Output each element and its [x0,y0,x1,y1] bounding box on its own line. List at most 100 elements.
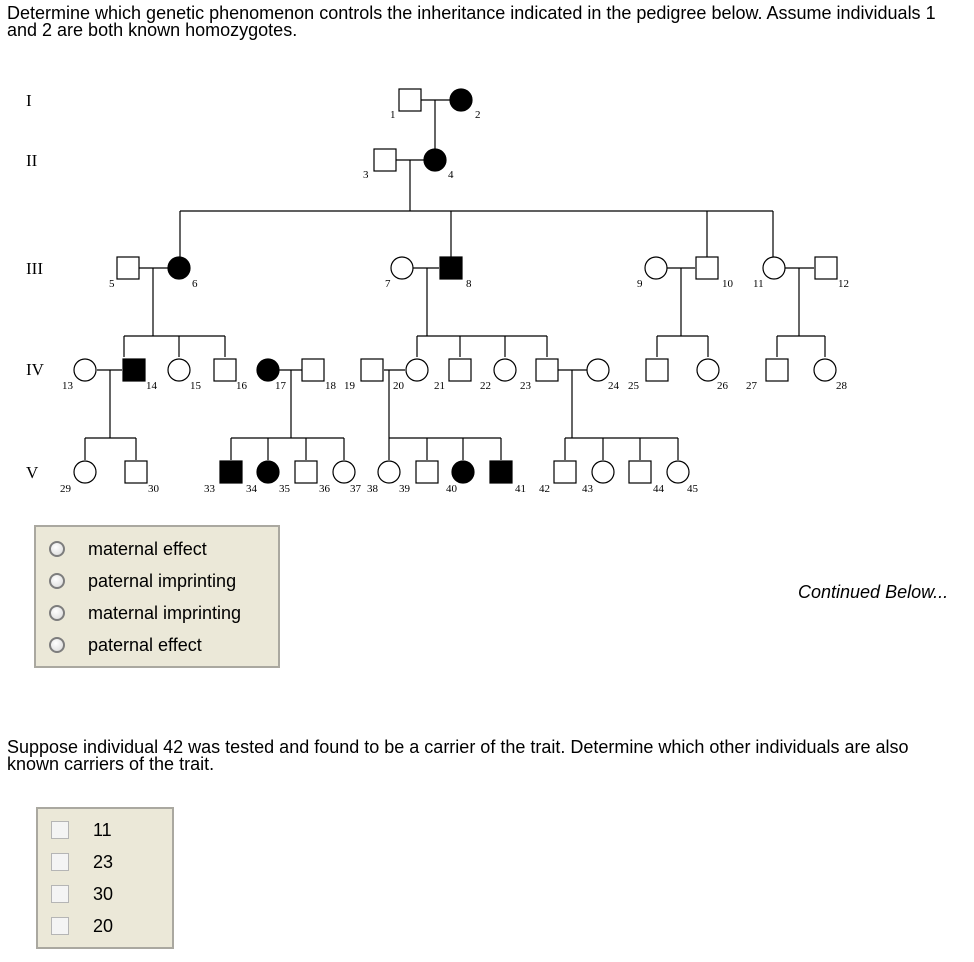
choice-23[interactable]: 23 [38,849,113,875]
individual-male [645,358,669,382]
individual-number: 12 [838,278,849,290]
choice-maternal-imprinting[interactable]: maternal imprinting [36,600,241,626]
individual-number: 14 [146,380,158,392]
individual-female [644,256,668,280]
individual-male-affected [122,358,146,382]
checkbox[interactable] [51,885,69,903]
individual-number: 40 [446,483,458,495]
individual-number: 5 [109,278,115,290]
individual-number: 20 [393,380,405,392]
choice-label: paternal effect [88,634,202,655]
individual-number: 15 [190,380,202,392]
checkbox[interactable] [51,853,69,871]
choice-label: 20 [93,915,114,936]
individual-male [360,358,384,382]
individual-number: 38 [367,483,379,495]
individual-female [377,460,401,484]
individual-female [73,358,97,382]
individual-male [765,358,789,382]
individual-female-affected [449,88,473,112]
individual-female [666,460,690,484]
individual-female [390,256,414,280]
choice-20[interactable]: 20 [38,913,113,939]
checkbox[interactable] [51,821,69,839]
individual-female-affected [423,148,447,172]
choice-30[interactable]: 30 [38,881,113,907]
individual-number: 24 [608,380,620,392]
individual-male [415,460,439,484]
checkbox[interactable] [51,917,69,935]
individual-number: 17 [275,380,287,392]
generation-label: IV [26,360,45,379]
individual-number: 9 [637,278,643,290]
individual-number: 13 [62,380,74,392]
individual-number: 3 [363,169,369,181]
individual-female-affected [167,256,191,280]
individual-number: 45 [687,483,699,495]
radio-button[interactable] [49,541,65,557]
individual-female [591,460,615,484]
individual-female [762,256,786,280]
choice-label: 30 [93,883,114,904]
individual-number: 36 [319,483,331,495]
individual-female [586,358,610,382]
individual-female [405,358,429,382]
individual-number: 16 [236,380,248,392]
choice-paternal-imprinting[interactable]: paternal imprinting [36,568,236,594]
radio-button[interactable] [49,637,65,653]
individual-male [116,256,140,280]
individual-number: 4 [448,169,454,181]
choice-paternal-effect[interactable]: paternal effect [36,632,202,658]
individual-male [695,256,719,280]
individual-female-affected [256,460,280,484]
individual-number: 18 [325,380,337,392]
individual-number: 21 [434,380,445,392]
individual-female-affected [256,358,280,382]
individual-number: 29 [60,483,72,495]
individual-number: 26 [717,380,729,392]
answer-choices-radio-group: maternal effect paternal imprinting mate… [34,525,280,668]
individual-male-affected [219,460,243,484]
individual-male [448,358,472,382]
individual-number: 6 [192,278,198,290]
individual-male [814,256,838,280]
individual-number: 11 [753,278,764,290]
individual-female [813,358,837,382]
generation-label: V [26,463,39,482]
answer-choices-checkbox-group: 11 23 30 20 [36,807,174,949]
individual-female [696,358,720,382]
individual-male [535,358,559,382]
individual-number: 25 [628,380,640,392]
radio-button[interactable] [49,573,65,589]
individual-female [493,358,517,382]
individual-male-affected [439,256,463,280]
pedigree-chart: I II III IV V [26,88,849,495]
individual-number: 42 [539,483,550,495]
individual-male [301,358,325,382]
individual-female [332,460,356,484]
individual-male [553,460,577,484]
generation-label: III [26,259,43,278]
continued-note: Continued Below... [798,582,949,602]
individual-number: 41 [515,483,526,495]
individual-number: 7 [385,278,391,290]
choice-label: maternal effect [88,538,207,559]
individual-number: 30 [148,483,160,495]
radio-button[interactable] [49,605,65,621]
individual-number: 23 [520,380,532,392]
individual-male [294,460,318,484]
individual-male [213,358,237,382]
individual-male-affected [489,460,513,484]
question-1-text: Determine which genetic phenomenon contr… [7,3,936,40]
individual-number: 1 [390,109,396,121]
choice-label: maternal imprinting [88,602,242,623]
individual-number: 44 [653,483,665,495]
question-2-text: Suppose individual 42 was tested and fou… [7,737,909,774]
individual-male [373,148,397,172]
choice-maternal-effect[interactable]: maternal effect [36,536,207,562]
choice-label: 23 [93,851,114,872]
individual-number: 2 [475,109,481,121]
choice-label: paternal imprinting [88,570,237,591]
choice-11[interactable]: 11 [38,817,112,843]
individual-number: 34 [246,483,258,495]
